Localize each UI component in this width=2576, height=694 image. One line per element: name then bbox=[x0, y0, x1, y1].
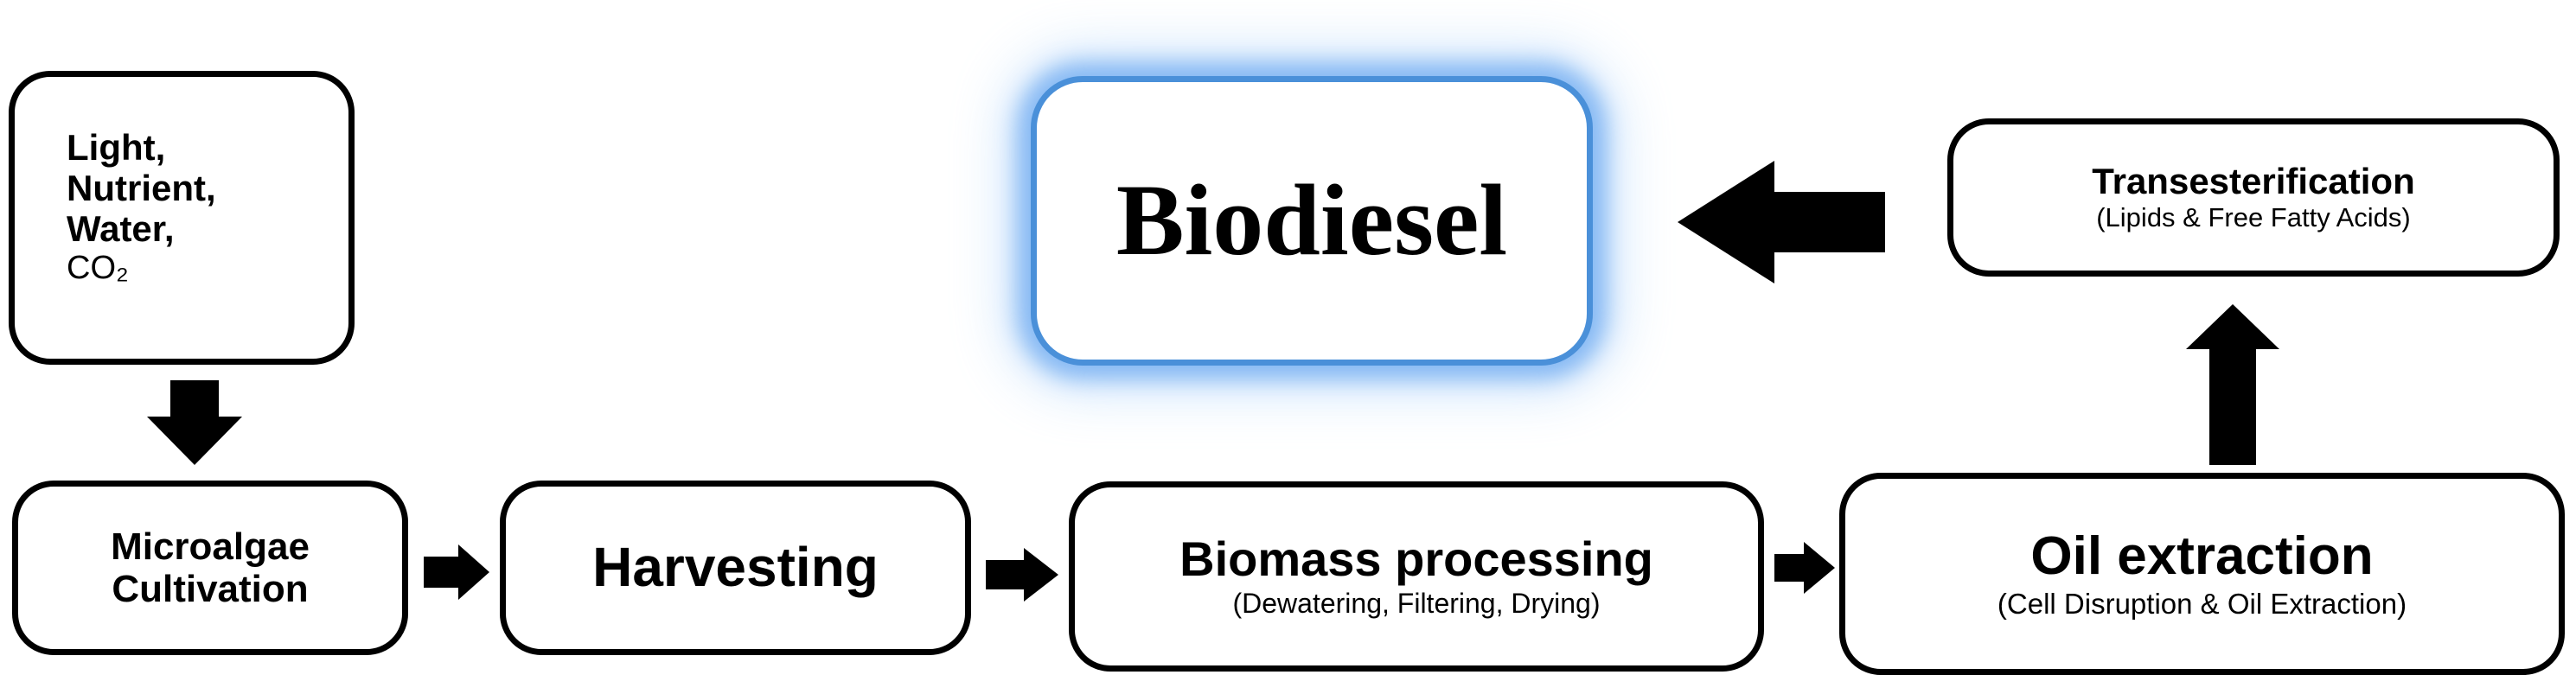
arrow-left-transesterification-to-biodiesel bbox=[1678, 161, 1885, 283]
transesterification-title: Transesterification bbox=[2092, 161, 2415, 202]
cultivation-line-2: Cultivation bbox=[112, 568, 309, 610]
biomass-processing-subtitle: (Dewatering, Filtering, Drying) bbox=[1232, 588, 1601, 620]
oil-extraction-title: Oil extraction bbox=[2030, 526, 2374, 587]
arrow-right-biomass-to-oil bbox=[1774, 542, 1835, 594]
biomass-processing-box: Biomass processing (Dewatering, Filterin… bbox=[1069, 481, 1764, 672]
transesterification-subtitle: (Lipids & Free Fatty Acids) bbox=[2096, 202, 2411, 233]
arrow-down-inputs-to-cultivation bbox=[147, 380, 242, 465]
harvesting-box: Harvesting bbox=[500, 481, 971, 655]
harvesting-title: Harvesting bbox=[592, 536, 879, 599]
inputs-box: Light, Nutrient, Water, CO₂ bbox=[9, 71, 355, 365]
input-light: Light, bbox=[67, 127, 166, 168]
arrow-up-oil-to-transesterification bbox=[2186, 304, 2279, 465]
biodiesel-box: Biodiesel bbox=[1031, 76, 1593, 366]
biodiesel-label: Biodiesel bbox=[1115, 163, 1508, 277]
biomass-processing-title: Biomass processing bbox=[1179, 532, 1653, 587]
cultivation-box: Microalgae Cultivation bbox=[12, 481, 408, 655]
input-water: Water, bbox=[67, 208, 175, 250]
cultivation-line-1: Microalgae bbox=[111, 525, 310, 568]
input-nutrient: Nutrient, bbox=[67, 168, 216, 209]
transesterification-box: Transesterification (Lipids & Free Fatty… bbox=[1947, 118, 2560, 277]
oil-extraction-box: Oil extraction (Cell Disruption & Oil Ex… bbox=[1839, 473, 2565, 675]
arrow-right-harvesting-to-biomass bbox=[986, 548, 1058, 602]
oil-extraction-subtitle: (Cell Disruption & Oil Extraction) bbox=[1997, 587, 2407, 620]
arrow-right-cultivation-to-harvesting bbox=[424, 544, 489, 600]
input-co2: CO₂ bbox=[67, 250, 129, 287]
